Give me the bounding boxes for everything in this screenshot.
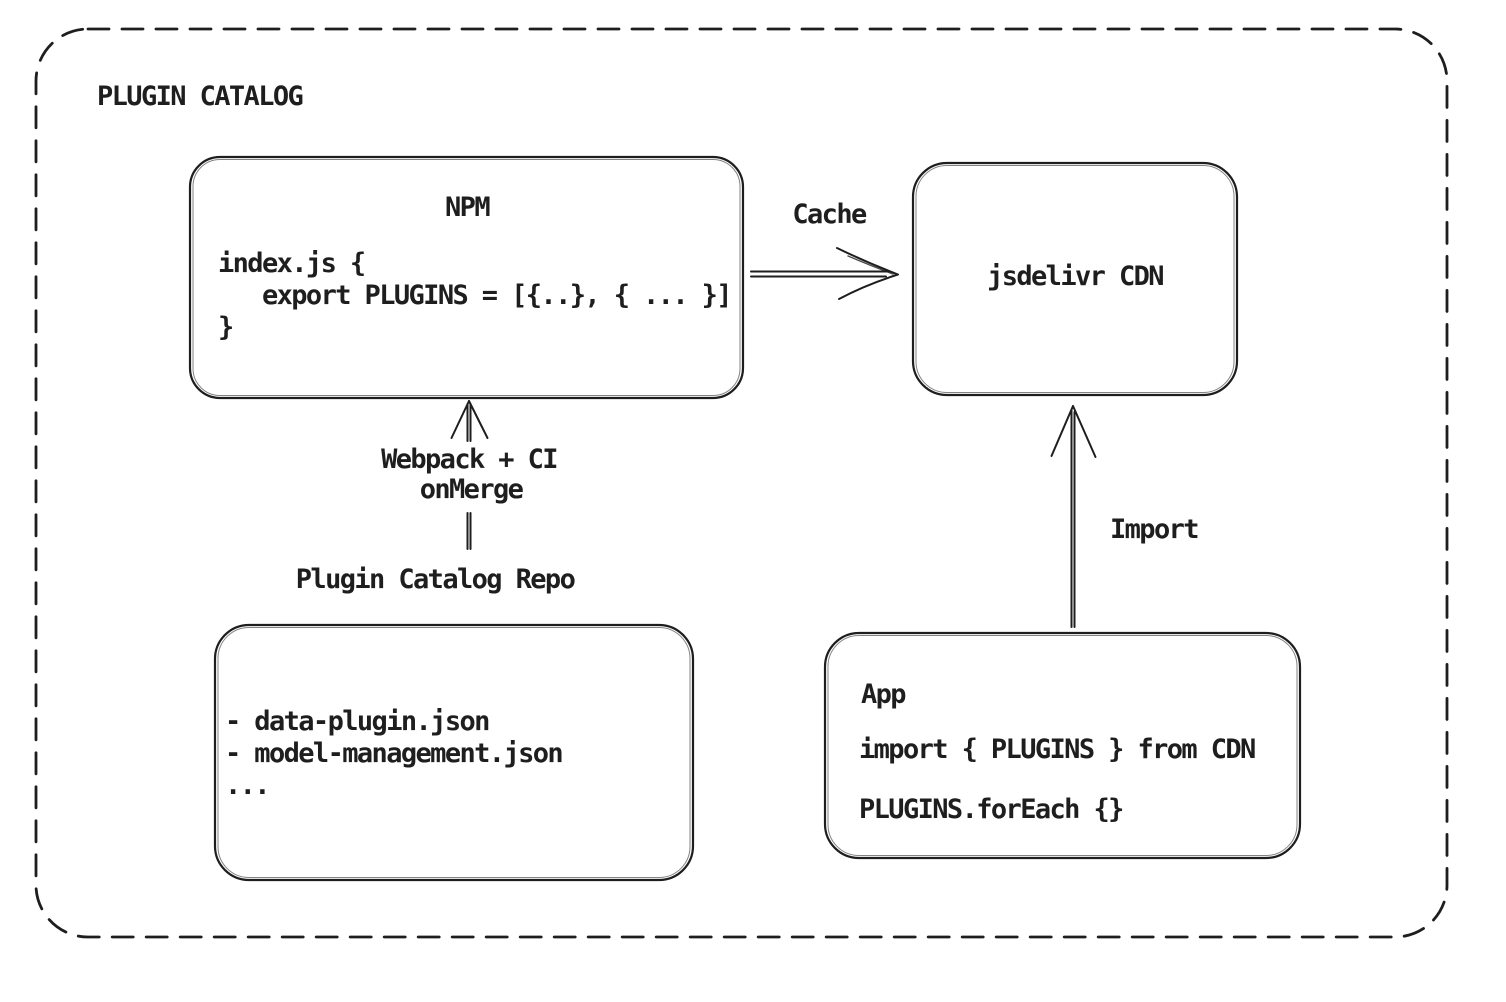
repo-file-line: - model-management.json — [225, 738, 564, 769]
npm-node-label: NPM — [445, 192, 491, 223]
repo-box-outline — [213, 623, 695, 882]
catalog-boundary-outline — [34, 27, 1449, 939]
repo-file-list: - data-plugin.json - model-management.js… — [225, 706, 564, 802]
cache-arrow — [750, 247, 899, 300]
catalog-title: PLUGIN CATALOG — [97, 81, 304, 112]
build-edge-sublabel: onMerge — [419, 474, 524, 505]
app-box-outline — [823, 631, 1302, 860]
npm-code-line: index.js { — [218, 248, 366, 279]
import-edge-label: Import — [1110, 514, 1200, 545]
npm-code-line: export PLUGINS = [{..}, { ... }] — [218, 280, 733, 311]
cache-edge-label: Cache — [792, 199, 867, 230]
app-code-line: PLUGINS.forEach {} — [859, 794, 1124, 825]
npm-code-line: } — [218, 312, 234, 343]
repo-node-label: Plugin Catalog Repo — [295, 564, 576, 595]
repo-file-line: ... — [225, 770, 271, 801]
jsdelivr-node-label: jsdelivr CDN — [987, 261, 1164, 292]
app-node-label: App — [861, 679, 907, 710]
import-arrow — [1050, 405, 1097, 628]
jsdelivr-box-outline — [911, 161, 1239, 397]
npm-box-outline — [188, 155, 745, 400]
repo-file-line: - data-plugin.json — [225, 706, 490, 737]
npm-code-block: index.js { export PLUGINS = [{..}, { ...… — [218, 248, 733, 344]
build-edge-label: Webpack + CI — [381, 444, 558, 475]
app-code-line: import { PLUGINS } from CDN — [859, 734, 1256, 765]
webpack-arrow — [450, 400, 489, 550]
